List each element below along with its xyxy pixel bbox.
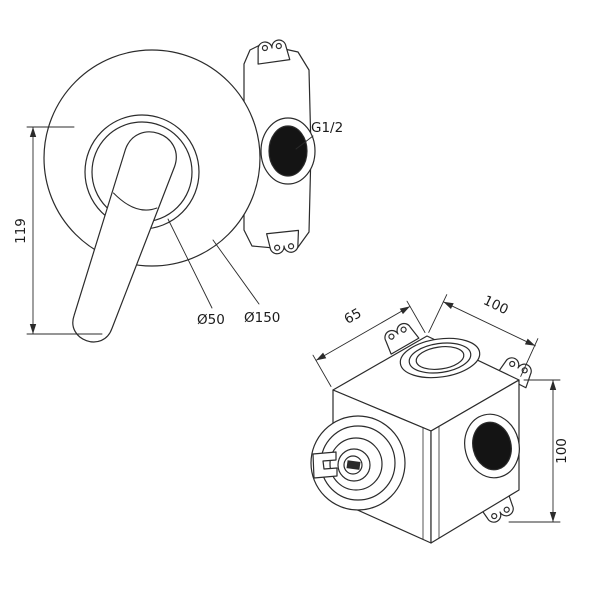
arrowhead <box>443 301 454 310</box>
diameter-text-150: Ø150 <box>244 310 280 326</box>
ext-line <box>520 338 539 377</box>
arrowhead <box>399 306 410 315</box>
lever-handle <box>72 131 177 343</box>
leader-line-d150 <box>212 239 260 305</box>
iso-view-valve-box <box>310 322 532 544</box>
label-thread: G1/2 <box>295 120 343 150</box>
front-view-mixer <box>43 39 316 343</box>
dim-box-depth: 65 <box>312 300 426 387</box>
top-port <box>399 337 481 379</box>
leader-line-d50 <box>167 218 213 309</box>
mounting-lug-bottom <box>266 229 300 255</box>
dim-box-height: 100 <box>508 379 570 523</box>
dim-text-119: 119 <box>13 218 29 244</box>
iso-lug-right <box>496 357 532 389</box>
right-port <box>464 413 520 479</box>
iso-lug-bottom <box>478 491 514 523</box>
thread-text: G1/2 <box>311 120 343 136</box>
iso-lug-top <box>384 322 420 355</box>
lever-collar-line <box>113 192 158 211</box>
valve-body-rear <box>243 39 316 255</box>
right-port-hole <box>472 421 512 471</box>
arrowhead <box>549 512 557 522</box>
arrowhead <box>524 338 536 346</box>
dim-text-box-depth: 65 <box>342 305 365 327</box>
arrowhead <box>29 127 37 137</box>
dim-line <box>442 301 536 347</box>
label-diameters: Ø50 Ø150 <box>167 218 280 328</box>
stem-slot <box>346 460 361 470</box>
diameter-text-50: Ø50 <box>197 312 225 328</box>
arrowhead <box>316 352 327 361</box>
ext-line <box>428 294 448 333</box>
leader-line <box>295 135 314 150</box>
dim-line <box>315 305 411 361</box>
arrowhead <box>29 324 37 334</box>
stem-tab <box>312 451 338 479</box>
cartridge-front <box>310 415 406 511</box>
side-port-hole <box>268 125 308 177</box>
dim-front-height: 119 <box>13 126 103 335</box>
mounting-lug-top <box>257 39 291 65</box>
dim-text-box-width: 100 <box>481 293 511 319</box>
dim-text-box-height: 100 <box>554 438 570 464</box>
arrowhead <box>549 380 557 390</box>
ext-line <box>312 354 332 387</box>
